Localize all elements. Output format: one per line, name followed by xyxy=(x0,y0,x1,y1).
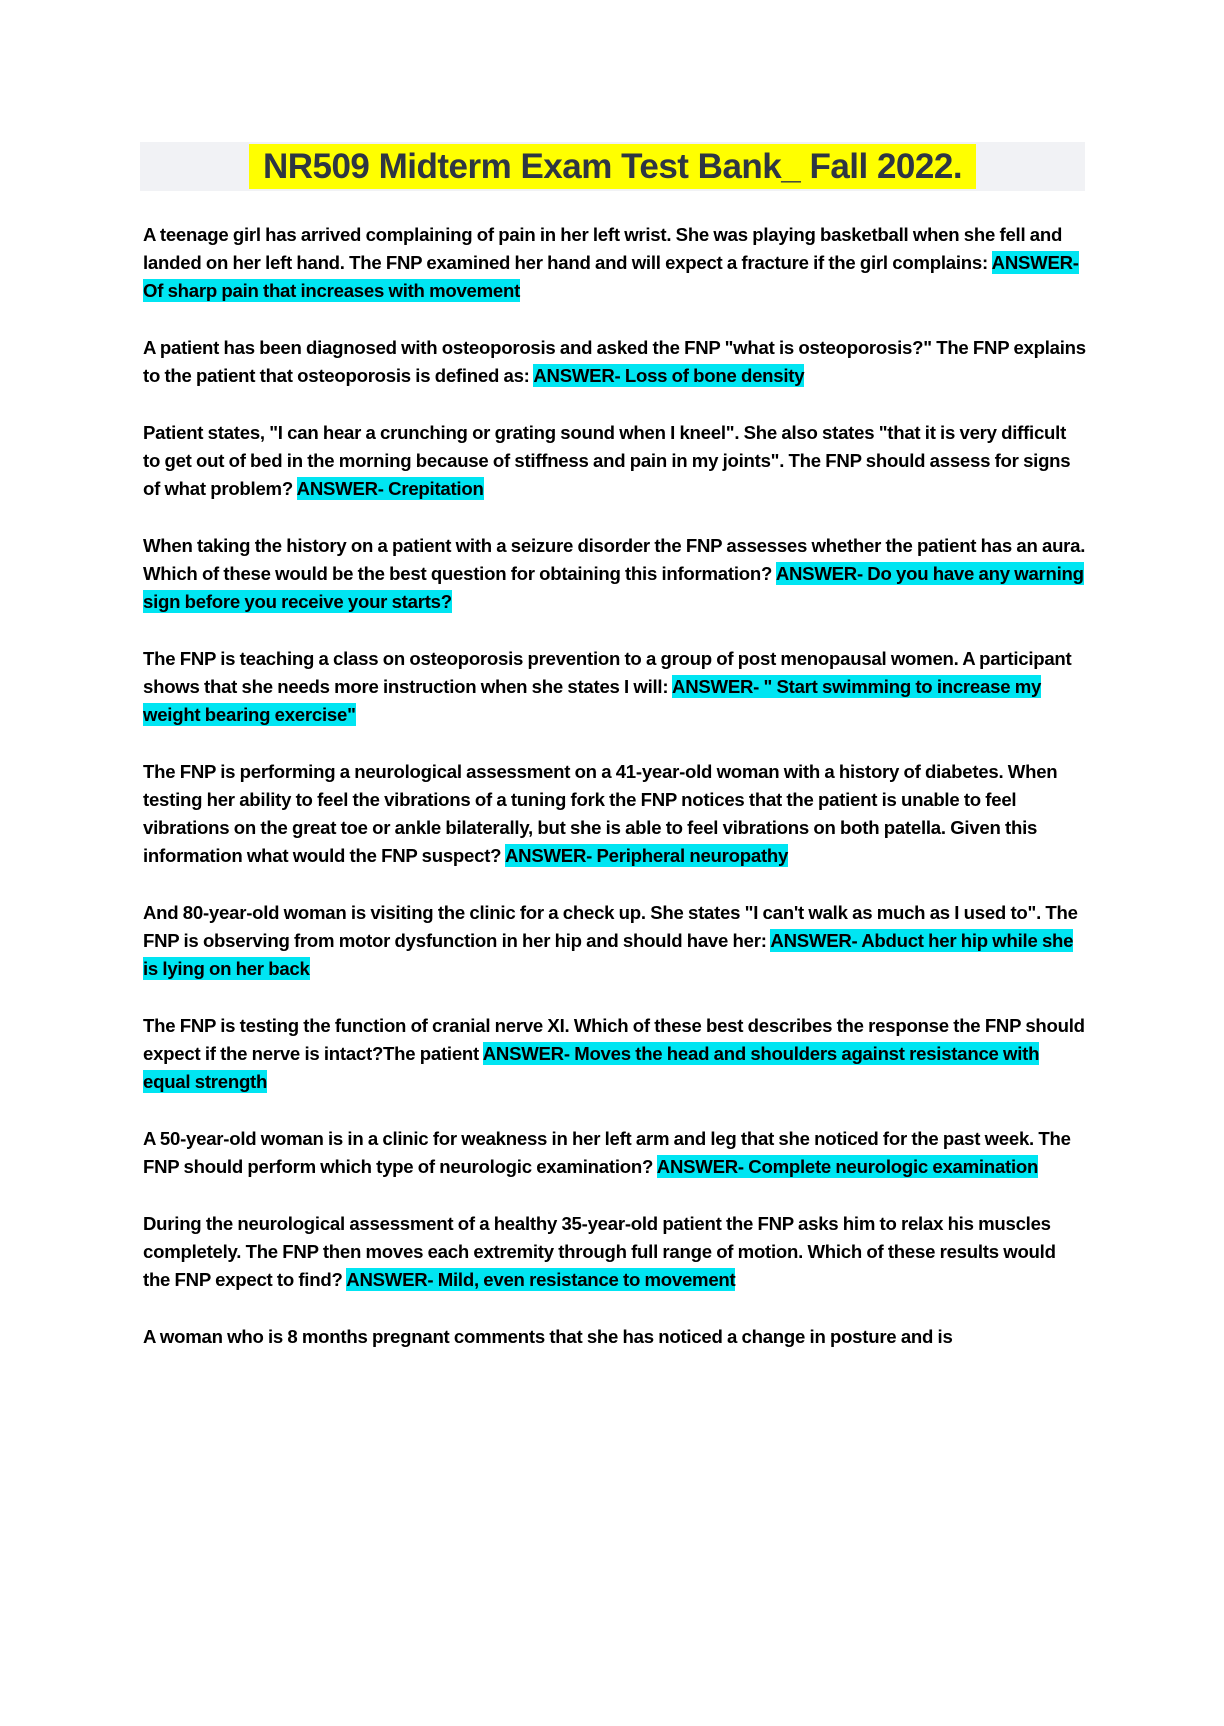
question-text: A 50-year-old woman is in a clinic for w… xyxy=(143,1128,1071,1177)
qa-item: When taking the history on a patient wit… xyxy=(143,532,1086,616)
qa-item: The FNP is performing a neurological ass… xyxy=(143,758,1086,870)
question-text: A woman who is 8 months pregnant comment… xyxy=(143,1326,953,1347)
document-page: NR509 Midterm Exam Test Bank_ Fall 2022.… xyxy=(0,142,1224,1726)
qa-item: During the neurological assessment of a … xyxy=(143,1210,1086,1294)
answer-text: ANSWER- Loss of bone density xyxy=(533,364,805,387)
qa-item: A teenage girl has arrived complaining o… xyxy=(143,221,1086,305)
title-band: NR509 Midterm Exam Test Bank_ Fall 2022. xyxy=(140,142,1085,191)
answer-text: ANSWER- Mild, even resistance to movemen… xyxy=(346,1268,736,1291)
question-text: Patient states, "I can hear a crunching … xyxy=(143,422,1071,499)
question-text: The FNP is testing the function of crani… xyxy=(143,1015,1085,1064)
question-text: And 80-year-old woman is visiting the cl… xyxy=(143,902,1078,951)
qa-item: A 50-year-old woman is in a clinic for w… xyxy=(143,1125,1086,1181)
answer-text: ANSWER- Complete neurologic examination xyxy=(656,1155,1039,1178)
question-text: During the neurological assessment of a … xyxy=(143,1213,1056,1290)
qa-item: A woman who is 8 months pregnant comment… xyxy=(143,1323,1086,1351)
qa-item: A patient has been diagnosed with osteop… xyxy=(143,334,1086,390)
answer-text: ANSWER- Crepitation xyxy=(296,477,484,500)
question-text: The FNP is performing a neurological ass… xyxy=(143,761,1058,866)
qa-item: The FNP is teaching a class on osteoporo… xyxy=(143,645,1086,729)
qa-list: A teenage girl has arrived complaining o… xyxy=(143,221,1086,1351)
qa-item: And 80-year-old woman is visiting the cl… xyxy=(143,899,1086,983)
page-title: NR509 Midterm Exam Test Bank_ Fall 2022. xyxy=(248,144,977,189)
question-text: The FNP is teaching a class on osteoporo… xyxy=(143,648,1072,697)
question-text: When taking the history on a patient wit… xyxy=(143,535,1086,584)
question-text: A patient has been diagnosed with osteop… xyxy=(143,337,1086,386)
qa-item: The FNP is testing the function of crani… xyxy=(143,1012,1086,1096)
answer-text: ANSWER- Peripheral neuropathy xyxy=(505,844,789,867)
question-text: A teenage girl has arrived complaining o… xyxy=(143,224,1063,273)
qa-item: Patient states, "I can hear a crunching … xyxy=(143,419,1086,503)
